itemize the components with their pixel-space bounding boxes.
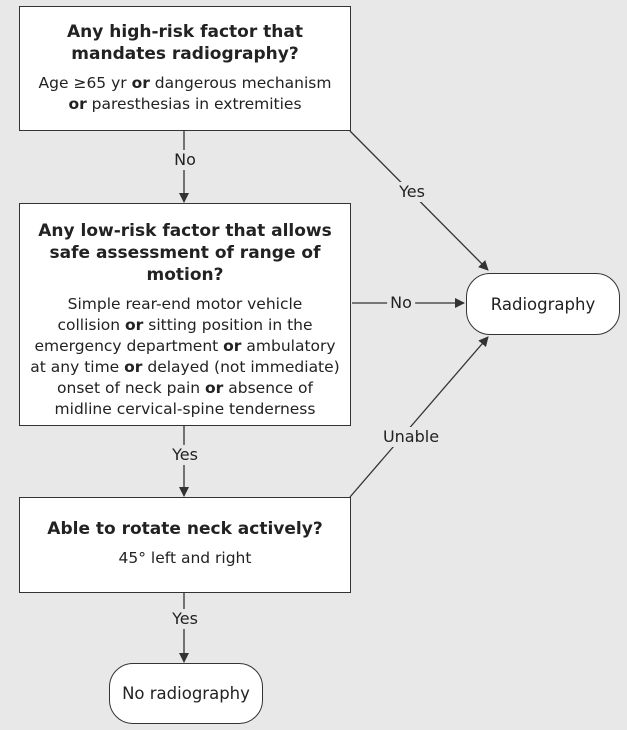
criteria-text: midline cervical-spine tenderness [54, 400, 316, 418]
or-connector: or [131, 74, 150, 92]
or-connector: or [223, 337, 242, 355]
criteria-text: 45° left and right [118, 549, 252, 567]
criteria-line: Age ≥65 yr or dangerous mechanism [20, 73, 350, 94]
arrow-box3-to-radiography [349, 336, 489, 498]
or-connector: or [68, 95, 87, 113]
edge-label-box3-unable: Unable [379, 427, 443, 447]
criteria-text: collision [57, 316, 126, 334]
edge-label-box1-no: No [171, 150, 199, 170]
edge-label-box2-no: No [387, 293, 415, 313]
criteria-line: at any time or delayed (not immediate) [20, 357, 350, 378]
criteria-text: at any time [30, 358, 125, 376]
no-radiography-label: No radiography [122, 684, 250, 703]
criteria-line: collision or sitting position in the [20, 315, 350, 336]
criteria-line: onset of neck pain or absence of [20, 378, 350, 399]
or-connector: or [125, 316, 144, 334]
edge-label-box2-yes: Yes [169, 445, 201, 465]
or-connector: or [205, 379, 224, 397]
neck-rotation-criteria: 45° left and right [20, 548, 350, 569]
or-connector: or [124, 358, 143, 376]
edge-label-box3-yes: Yes [169, 609, 201, 629]
criteria-text: onset of neck pain [57, 379, 206, 397]
criteria-line: 45° left and right [20, 548, 350, 569]
high-risk-question: Any high-risk factor that mandates radio… [67, 22, 303, 64]
criteria-text: paresthesias in extremities [86, 95, 302, 113]
no-radiography-outcome: No radiography [109, 663, 263, 724]
low-risk-question: Any low-risk factor that allows safe ass… [38, 221, 332, 285]
edge-label-box1-yes: Yes [396, 182, 428, 202]
low-risk-criteria: Simple rear-end motor vehicle collision o… [20, 294, 350, 420]
criteria-line: midline cervical-spine tenderness [20, 399, 350, 420]
criteria-text: absence of [223, 379, 313, 397]
criteria-line: or paresthesias in extremities [20, 94, 350, 115]
criteria-text: ambulatory [241, 337, 336, 355]
criteria-line: Simple rear-end motor vehicle [20, 294, 350, 315]
radiography-label: Radiography [490, 294, 596, 314]
criteria-text: delayed (not immediate) [142, 358, 340, 376]
criteria-text: dangerous mechanism [149, 74, 332, 92]
radiography-outcome: Radiography [466, 273, 620, 335]
criteria-text: emergency department [34, 337, 224, 355]
criteria-text: Age ≥65 yr [38, 74, 132, 92]
criteria-text: Simple rear-end motor vehicle [67, 295, 303, 313]
criteria-text: sitting position in the [143, 316, 313, 334]
neck-rotation-decision-box: Able to rotate neck actively? 45° left a… [19, 497, 351, 593]
criteria-line: emergency department or ambulatory [20, 336, 350, 357]
low-risk-decision-box: Any low-risk factor that allows safe ass… [19, 203, 351, 426]
neck-rotation-question: Able to rotate neck actively? [47, 519, 323, 539]
high-risk-decision-box: Any high-risk factor that mandates radio… [19, 6, 351, 131]
